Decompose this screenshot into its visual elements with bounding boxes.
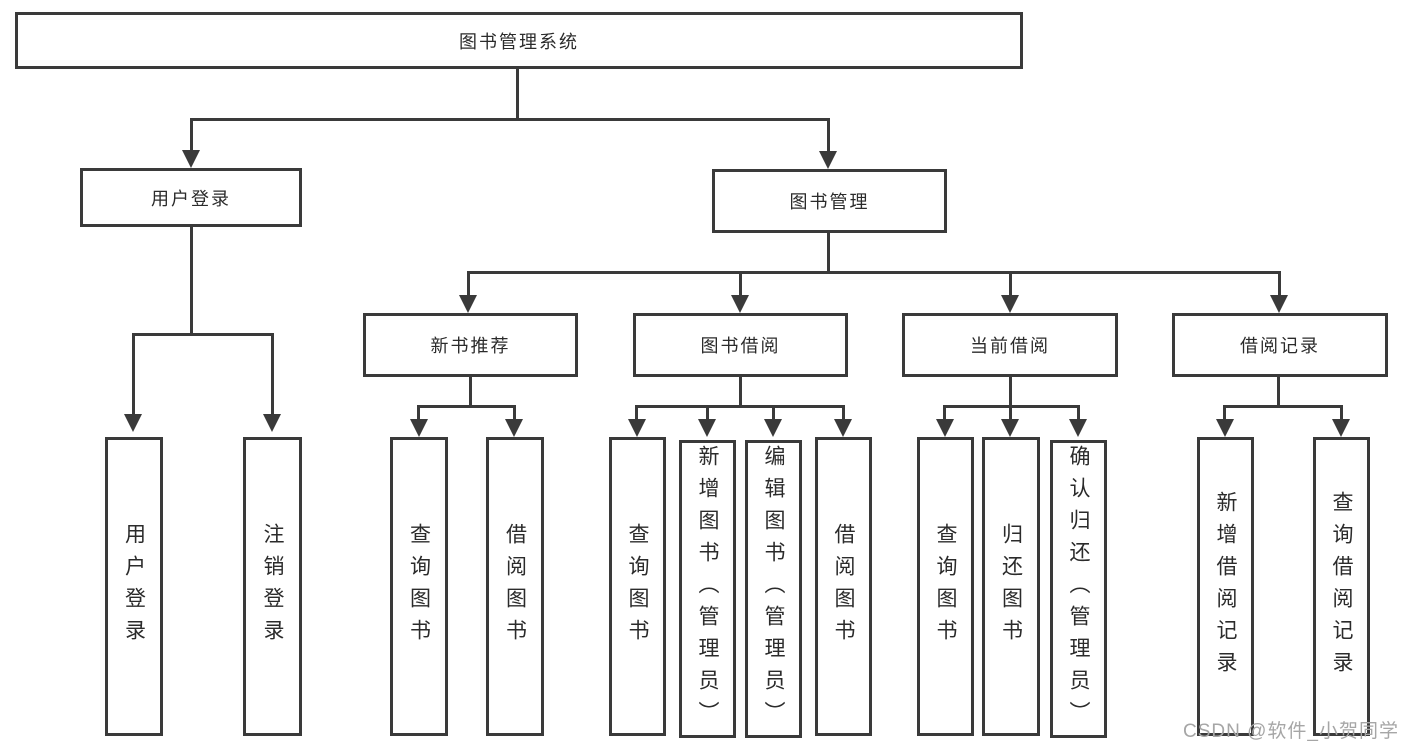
connector-line bbox=[1340, 405, 1343, 421]
arrow-down-icon bbox=[263, 414, 281, 432]
connector-line bbox=[739, 377, 742, 408]
node-recommend-borrow-books: 借阅图书 bbox=[486, 437, 544, 736]
node-borrow-edit-books-admin: 编辑图书（管理员） bbox=[745, 440, 802, 738]
arrow-down-icon bbox=[410, 419, 428, 437]
connector-line bbox=[190, 118, 830, 121]
node-borrow-records: 借阅记录 bbox=[1172, 313, 1388, 377]
connector-line bbox=[1009, 377, 1012, 408]
node-records-query-record-label: 查询借阅记录 bbox=[1330, 490, 1354, 683]
arrow-down-icon bbox=[182, 150, 200, 168]
connector-line bbox=[271, 333, 274, 415]
node-records-query-record: 查询借阅记录 bbox=[1313, 437, 1370, 736]
node-borrow-records-label: 借阅记录 bbox=[1240, 336, 1320, 356]
node-borrow-borrow-books: 借阅图书 bbox=[815, 437, 872, 736]
node-root-label: 图书管理系统 bbox=[459, 31, 579, 52]
node-current-query-books-label: 查询图书 bbox=[934, 522, 958, 651]
node-current-borrow: 当前借阅 bbox=[902, 313, 1118, 377]
arrow-down-icon bbox=[1001, 295, 1019, 313]
connector-line bbox=[1077, 405, 1080, 421]
node-borrow-query-books-label: 查询图书 bbox=[626, 522, 650, 651]
node-current-confirm-return-admin-label: 确认归还（管理员） bbox=[1067, 445, 1091, 733]
node-current-return-books: 归还图书 bbox=[982, 437, 1040, 736]
connector-line bbox=[739, 271, 742, 297]
connector-line bbox=[132, 333, 135, 415]
node-user-login: 用户登录 bbox=[80, 168, 302, 227]
connector-line bbox=[467, 271, 1281, 274]
connector-line bbox=[1009, 271, 1012, 297]
connector-line bbox=[1009, 405, 1012, 421]
connector-line bbox=[635, 405, 845, 408]
arrow-down-icon bbox=[834, 419, 852, 437]
connector-line bbox=[943, 405, 946, 421]
connector-line bbox=[1278, 271, 1281, 297]
connector-line bbox=[190, 227, 193, 336]
arrow-down-icon bbox=[936, 419, 954, 437]
connector-line bbox=[772, 405, 775, 421]
arrow-down-icon bbox=[731, 295, 749, 313]
node-do-user-login: 用户登录 bbox=[105, 437, 163, 736]
connector-line bbox=[417, 405, 420, 421]
node-borrow-borrow-books-label: 借阅图书 bbox=[832, 522, 856, 651]
node-borrow-edit-books-admin-label: 编辑图书（管理员） bbox=[762, 445, 786, 733]
arrow-down-icon bbox=[819, 151, 837, 169]
arrow-down-icon bbox=[505, 419, 523, 437]
connector-line bbox=[1223, 405, 1343, 408]
node-logout-login-label: 注销登录 bbox=[261, 522, 285, 651]
node-records-add-record-label: 新增借阅记录 bbox=[1214, 490, 1238, 683]
arrow-down-icon bbox=[459, 295, 477, 313]
arrow-down-icon bbox=[628, 419, 646, 437]
connector-line bbox=[190, 118, 193, 151]
arrow-down-icon bbox=[1332, 419, 1350, 437]
connector-line bbox=[827, 118, 830, 151]
connector-line bbox=[842, 405, 845, 421]
node-borrow-add-books-admin: 新增图书（管理员） bbox=[679, 440, 736, 738]
connector-line bbox=[1277, 377, 1280, 408]
node-borrow-add-books-admin-label: 新增图书（管理员） bbox=[696, 445, 720, 733]
arrow-down-icon bbox=[124, 414, 142, 432]
node-logout-login: 注销登录 bbox=[243, 437, 302, 736]
arrow-down-icon bbox=[764, 419, 782, 437]
node-current-borrow-label: 当前借阅 bbox=[970, 336, 1050, 356]
arrow-down-icon bbox=[1001, 419, 1019, 437]
connector-line bbox=[513, 405, 516, 421]
connector-line bbox=[635, 405, 638, 421]
connector-line bbox=[516, 69, 519, 120]
node-current-confirm-return-admin: 确认归还（管理员） bbox=[1050, 440, 1107, 738]
connector-line bbox=[827, 233, 830, 274]
connector-line bbox=[417, 405, 516, 408]
node-recommend-borrow-books-label: 借阅图书 bbox=[503, 522, 527, 651]
node-current-query-books: 查询图书 bbox=[917, 437, 974, 736]
node-book-management-label: 图书管理 bbox=[789, 192, 870, 212]
node-book-borrow: 图书借阅 bbox=[633, 313, 848, 377]
node-borrow-query-books: 查询图书 bbox=[609, 437, 666, 736]
node-current-return-books-label: 归还图书 bbox=[999, 522, 1023, 651]
node-recommend-query-books-label: 查询图书 bbox=[407, 522, 431, 651]
node-root: 图书管理系统 bbox=[15, 12, 1023, 69]
connector-line bbox=[706, 405, 709, 421]
connector-line bbox=[1223, 405, 1226, 421]
arrow-down-icon bbox=[1216, 419, 1234, 437]
node-records-add-record: 新增借阅记录 bbox=[1197, 437, 1254, 736]
connector-line bbox=[467, 271, 470, 297]
node-book-borrow-label: 图书借阅 bbox=[700, 336, 781, 356]
node-new-book-recommend: 新书推荐 bbox=[363, 313, 578, 377]
node-recommend-query-books: 查询图书 bbox=[390, 437, 448, 736]
arrow-down-icon bbox=[1069, 419, 1087, 437]
arrow-down-icon bbox=[698, 419, 716, 437]
node-do-user-login-label: 用户登录 bbox=[122, 522, 146, 651]
arrow-down-icon bbox=[1270, 295, 1288, 313]
node-new-book-recommend-label: 新书推荐 bbox=[430, 336, 511, 356]
node-user-login-label: 用户登录 bbox=[151, 188, 231, 209]
node-book-management: 图书管理 bbox=[712, 169, 947, 233]
connector-line bbox=[469, 377, 472, 408]
watermark: CSDN @软件_小贺同学 bbox=[1183, 721, 1399, 742]
connector-line bbox=[132, 333, 274, 336]
